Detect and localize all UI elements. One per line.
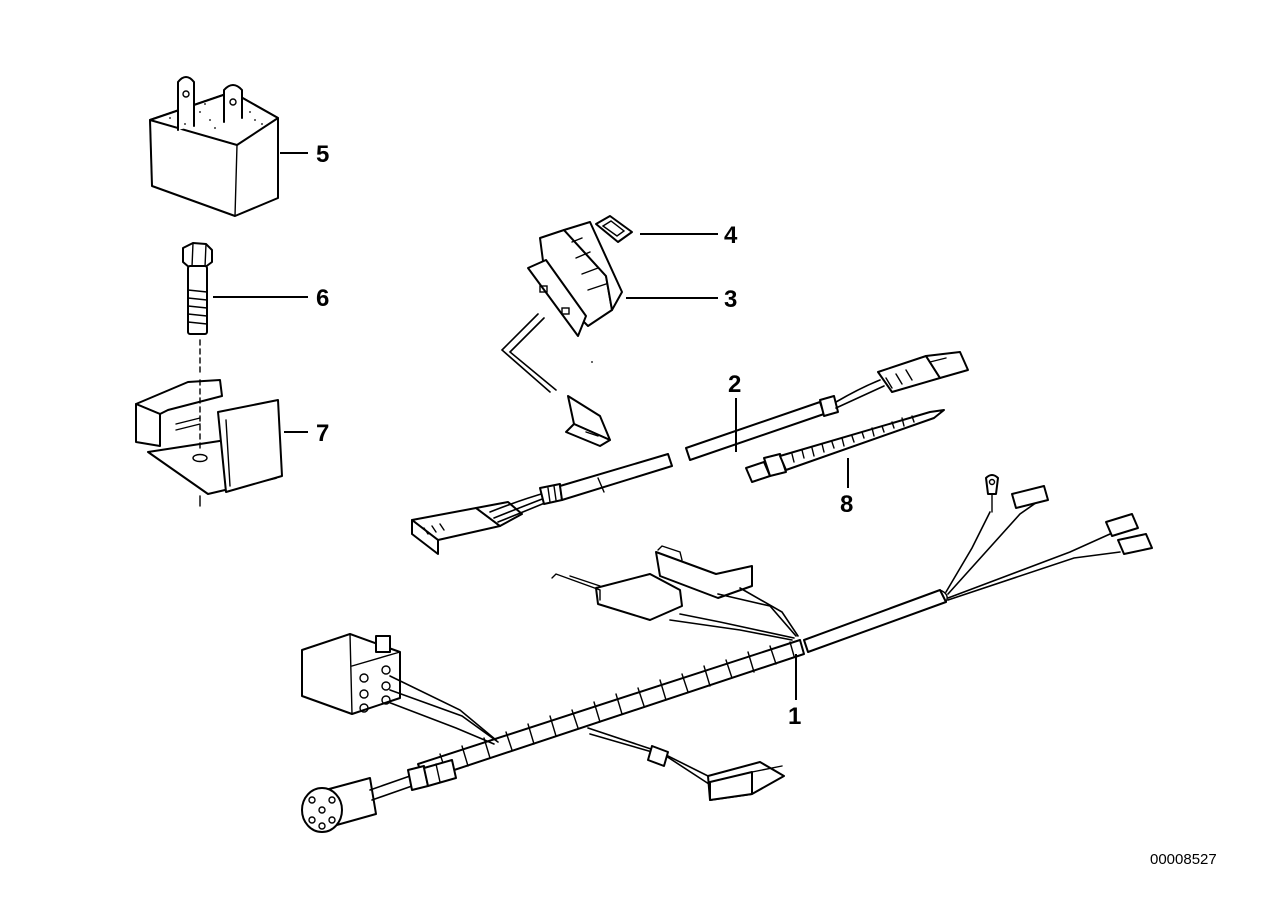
cable-part-2[interactable]	[411, 351, 969, 555]
bracket-part-7[interactable]	[135, 379, 283, 507]
callout-3: 3	[724, 286, 737, 313]
cable-tie-part-8[interactable]	[745, 409, 945, 483]
document-number: 00008527	[1150, 851, 1217, 868]
cap-part-4[interactable]	[595, 215, 633, 243]
callout-6: 6	[316, 285, 329, 312]
callout-4: 4	[724, 222, 738, 249]
callout-2: 2	[728, 371, 741, 398]
callout-1: 1	[788, 703, 801, 730]
switch-part-3[interactable]	[500, 221, 623, 447]
callout-7: 7	[316, 420, 329, 447]
callout-8: 8	[840, 491, 853, 518]
callout-5: 5	[316, 141, 329, 168]
wiring-harness-part-1[interactable]	[301, 474, 1153, 833]
bolt-part-6[interactable]	[182, 242, 213, 373]
relay-part-5[interactable]	[149, 76, 279, 217]
